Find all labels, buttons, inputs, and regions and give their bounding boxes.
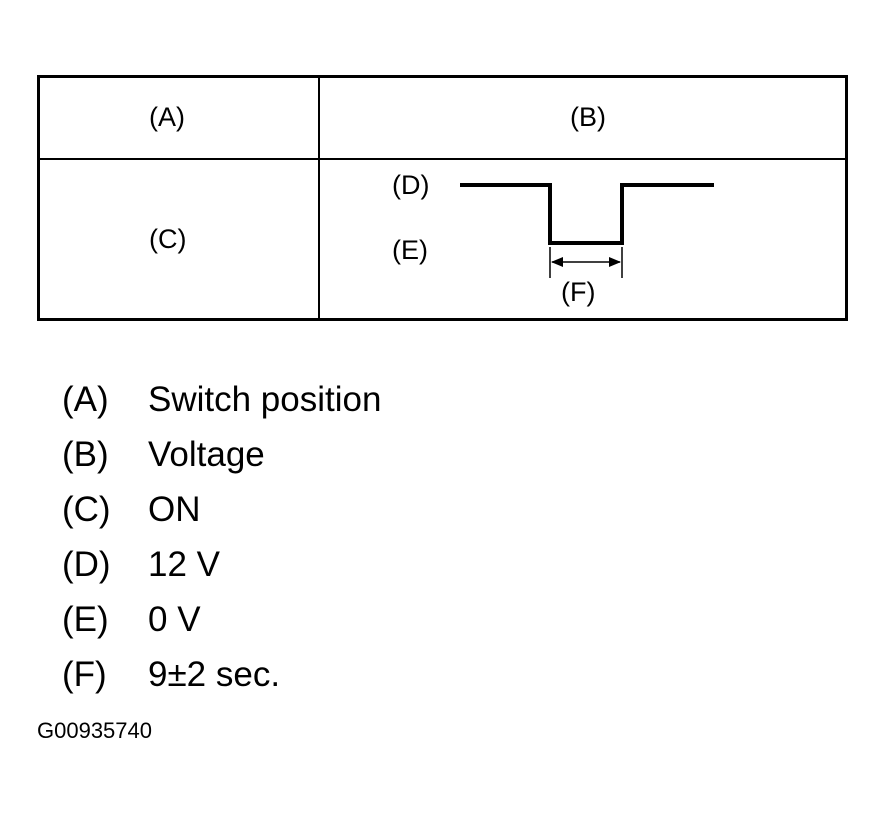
- legend-value: 9±2 sec.: [148, 655, 281, 694]
- table-column-divider: [318, 78, 320, 318]
- legend-value: 12 V: [148, 545, 220, 584]
- legend-item: (C) ON: [62, 490, 381, 545]
- legend-key: (C): [62, 490, 111, 529]
- high-voltage-label: (D): [392, 170, 430, 200]
- legend-key: (B): [62, 435, 109, 474]
- legend-item: (E) 0 V: [62, 600, 381, 655]
- legend-list: (A) Switch position (B) Voltage (C) ON (…: [62, 380, 381, 710]
- legend-key: (D): [62, 545, 111, 584]
- legend-key: (A): [62, 380, 109, 419]
- header-switch-position-label: (A): [149, 102, 185, 132]
- legend-item: (D) 12 V: [62, 545, 381, 600]
- legend-value: ON: [148, 490, 201, 529]
- legend-item: (B) Voltage: [62, 435, 381, 490]
- pulse-duration-label: (F): [561, 277, 596, 307]
- low-voltage-label: (E): [392, 235, 428, 265]
- figure-id: G00935740: [37, 718, 152, 743]
- waveform-table: [37, 75, 848, 321]
- legend-value: Switch position: [148, 380, 382, 419]
- legend-value: Voltage: [148, 435, 265, 474]
- row-on-label: (C): [149, 224, 187, 254]
- legend-value: 0 V: [148, 600, 201, 639]
- legend-key: (E): [62, 600, 109, 639]
- legend-item: (F) 9±2 sec.: [62, 655, 381, 710]
- legend-item: (A) Switch position: [62, 380, 381, 435]
- table-row-divider: [40, 158, 845, 160]
- header-voltage-label: (B): [570, 102, 606, 132]
- legend-key: (F): [62, 655, 107, 694]
